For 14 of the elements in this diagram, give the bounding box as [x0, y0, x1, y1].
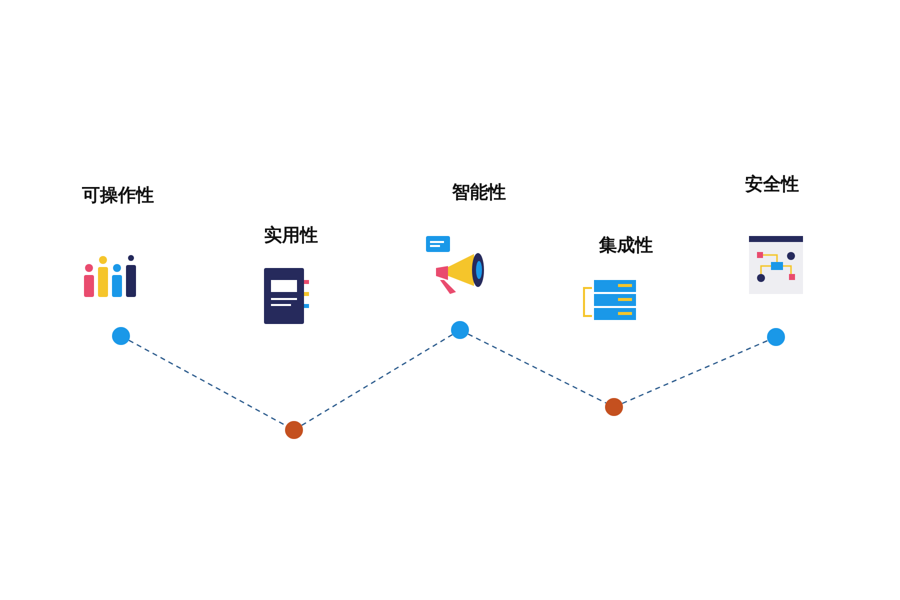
timeline-dot: [767, 328, 785, 346]
feature-label: 实用性: [264, 224, 318, 247]
dashed-connector: [128, 340, 286, 426]
timeline-dot: [285, 421, 303, 439]
timeline-dot: [451, 321, 469, 339]
dashed-connector: [301, 334, 453, 426]
feature-label: 集成性: [599, 234, 653, 257]
timeline-dot: [112, 327, 130, 345]
timeline-dot: [605, 398, 623, 416]
feature-label: 智能性: [452, 181, 506, 204]
dashed-connector: [468, 333, 606, 404]
feature-label: 可操作性: [82, 184, 154, 207]
feature-label: 安全性: [745, 173, 799, 196]
dashed-connector: [622, 340, 768, 404]
